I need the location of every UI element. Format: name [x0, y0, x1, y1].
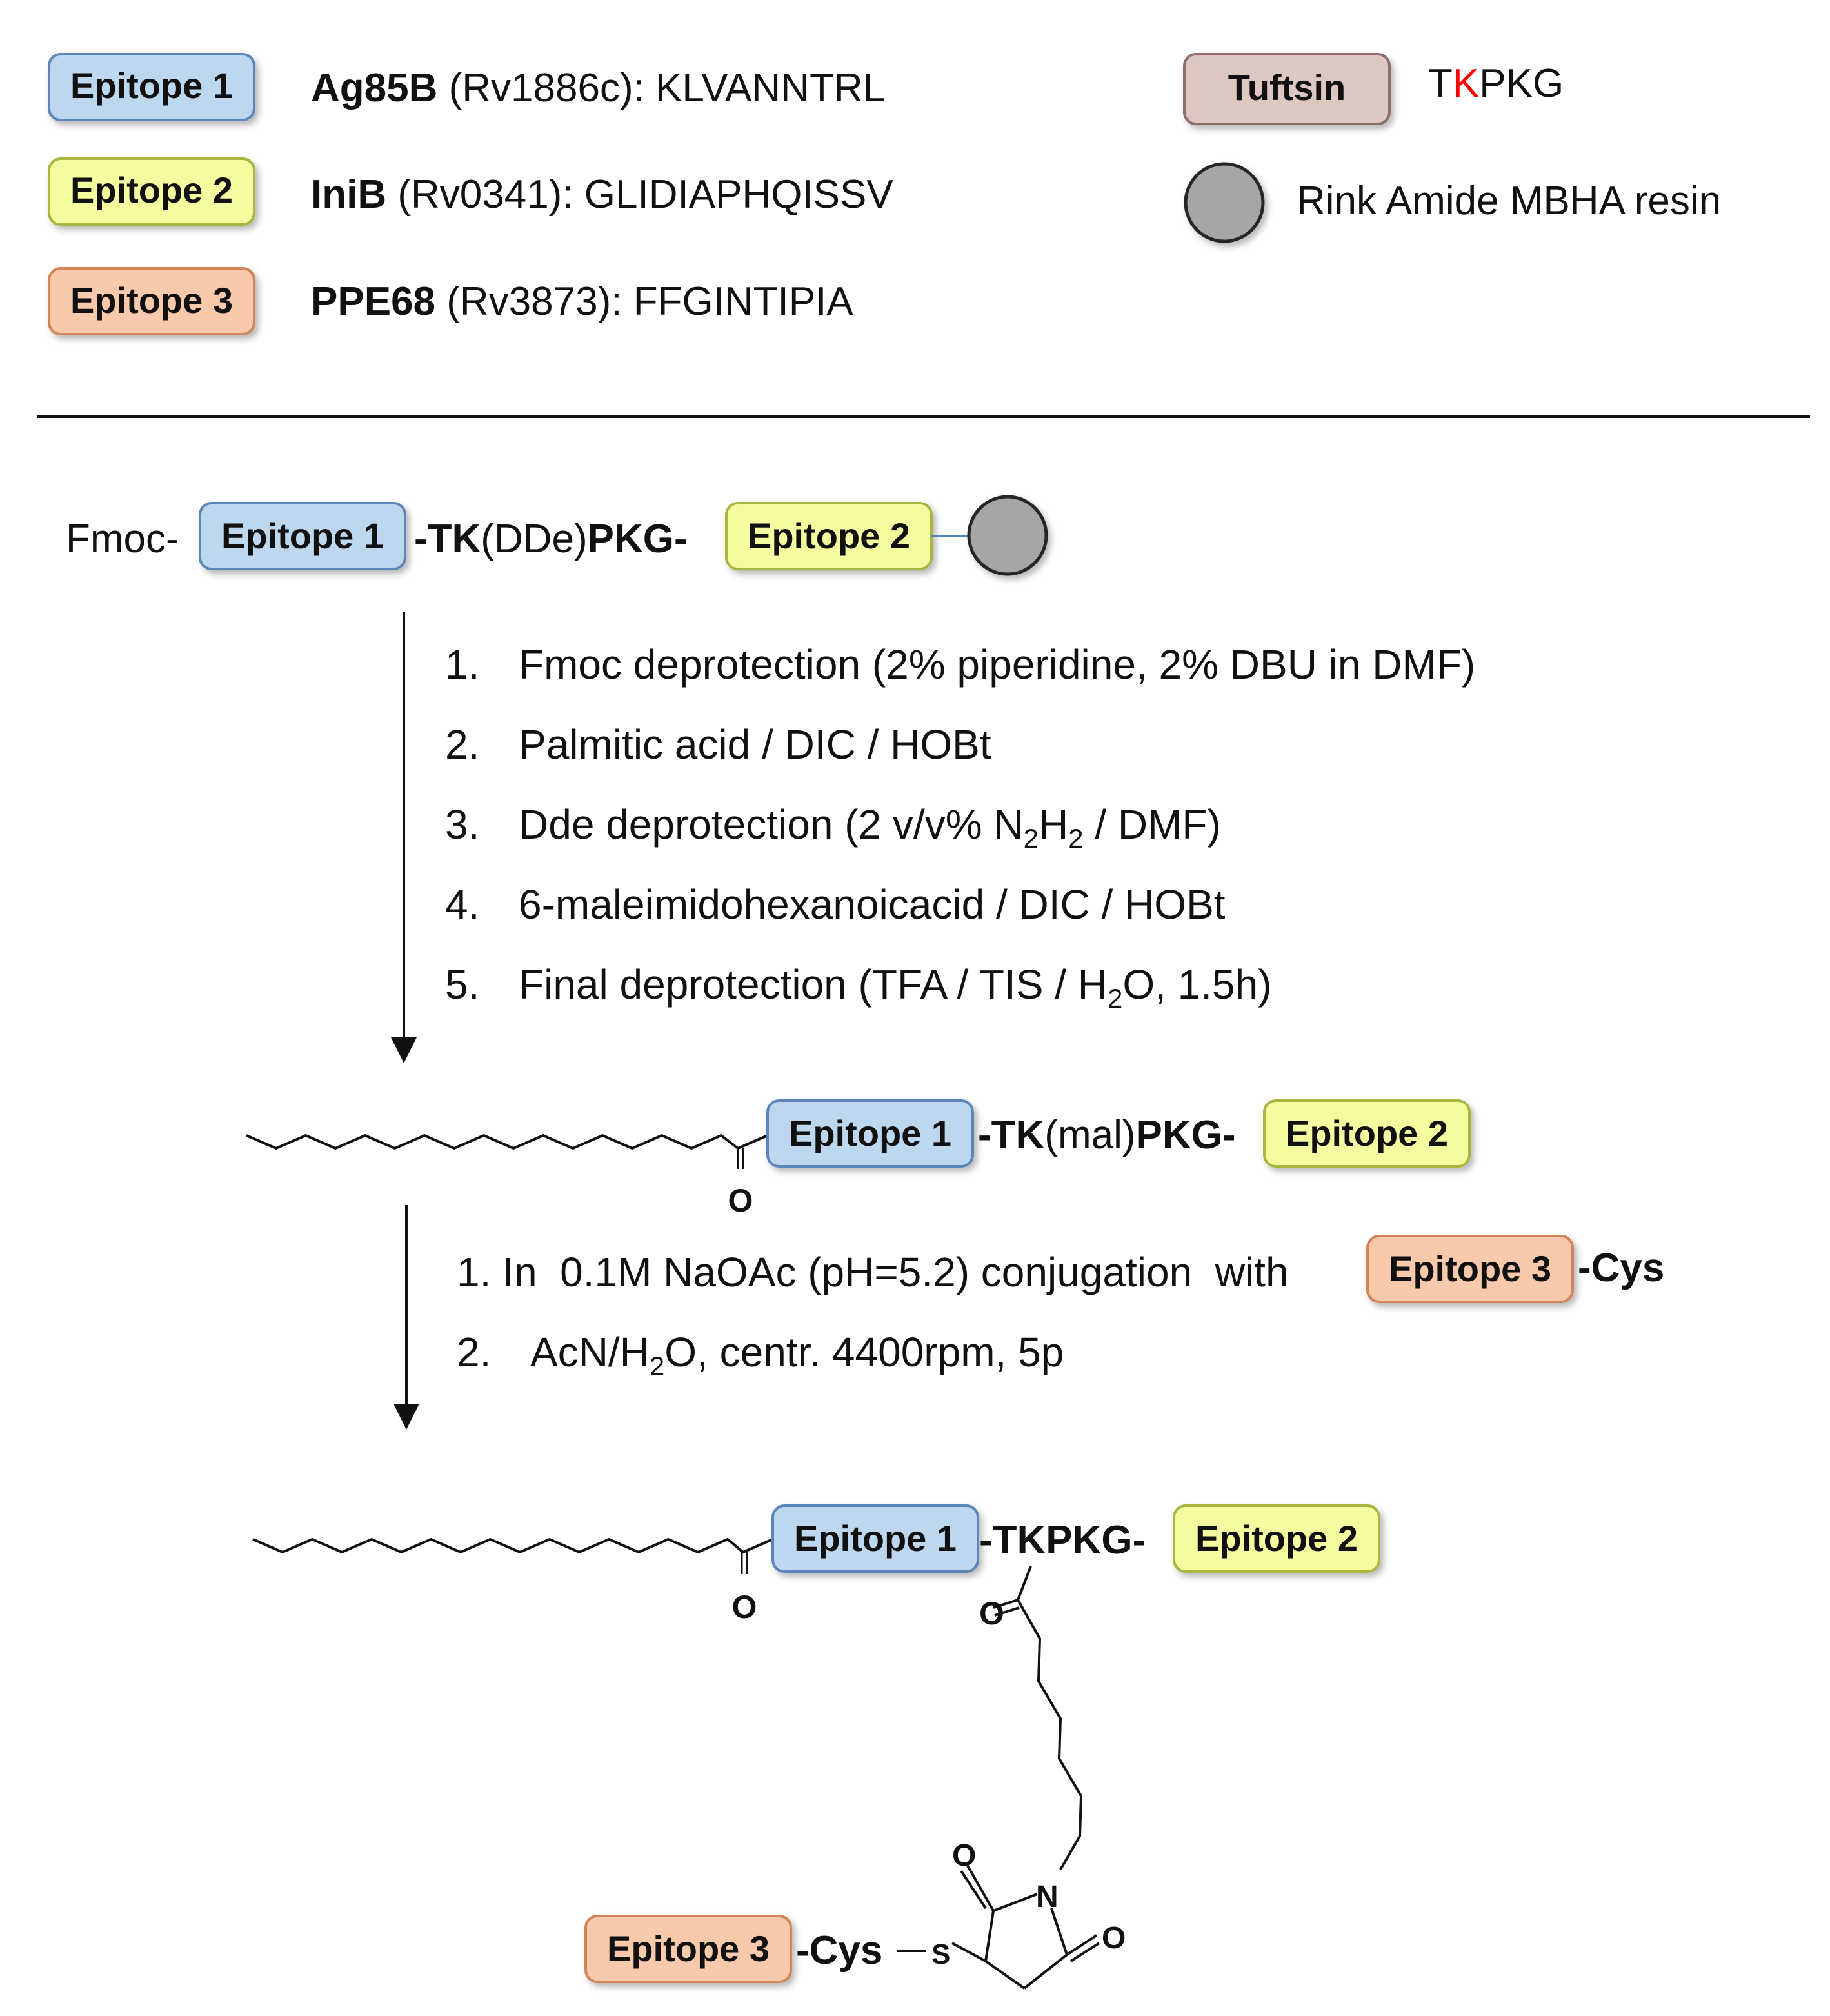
carbonyl-oxygen: O [732, 1589, 757, 1625]
svg-text:Epitope 2: Epitope 2 [748, 515, 910, 556]
legend-resin-label: Rink Amide MBHA resin [1297, 179, 1721, 223]
reaction1-step-number: 2. [445, 721, 479, 768]
step0-linker: -TK(DDe)PKG- [414, 517, 688, 561]
legend-tuftsin-sequence: TKPKG [1428, 61, 1564, 106]
legend-epitope3-description: PPE68 (Rv3873): FFGINTIPIA [311, 279, 853, 324]
svg-text:Epitope 1: Epitope 1 [794, 1518, 957, 1559]
step0-epitope1-tag: Epitope 1 [199, 502, 406, 570]
legend-resin-bead [1184, 162, 1265, 243]
svg-text:Epitope 1: Epitope 1 [221, 515, 384, 556]
reaction2-cys: -Cys [1578, 1246, 1664, 1290]
reaction1-step3: Dde deprotection (2 v/v% N2H2 / DMF) [519, 801, 1221, 853]
product-tuftsin-linker: -TKPKG- [979, 1518, 1146, 1562]
final-product: O Epitope 1 -TKPKG- Epitope 2 O [252, 1504, 1380, 1990]
legend-epitope2-description: IniB (Rv0341): GLIDIAPHQISSV [311, 172, 893, 217]
legend: Epitope 1 Ag85B (Rv1886c): KLVANNTRL Epi… [48, 53, 1721, 335]
amide-oxygen: O [979, 1595, 1004, 1632]
reaction1-step-number: 4. [445, 881, 479, 928]
legend-epitope2-tag: Epitope 2 [48, 157, 255, 226]
product-epitope2-tag: Epitope 2 [1173, 1504, 1380, 1573]
product-epitope1-tag: Epitope 1 [771, 1504, 979, 1573]
reaction1-step5: Final deprotection (TFA / TIS / H2O, 1.5… [519, 961, 1272, 1013]
step1-epitope1-tag: Epitope 1 [766, 1099, 974, 1168]
reaction1-step-number: 3. [445, 801, 479, 848]
reaction2-step1: 1. In 0.1M NaOAc (pH=5.2) conjugation wi… [457, 1249, 1289, 1295]
product-cys: -Cys [796, 1928, 882, 1973]
reaction1-step4: 6-maleimidohexanoicacid / DIC / HOBt [519, 881, 1226, 928]
svg-text:Epitope 2: Epitope 2 [70, 170, 233, 210]
succinimide-ring [897, 1865, 1100, 1990]
reaction1-step2: Palmitic acid / DIC / HOBt [519, 721, 991, 768]
step1-intermediate: O Epitope 1 -TK(mal)PKG- Epitope 2 [246, 1099, 1471, 1219]
imide-nitrogen: N [1036, 1880, 1059, 1914]
reaction1-step1: Fmoc deprotection (2% piperidine, 2% DBU… [519, 641, 1475, 688]
svg-text:Epitope 2: Epitope 2 [1195, 1518, 1358, 1559]
thioether-sulfur: S [931, 1939, 950, 1970]
reaction2-step-number: 2. [457, 1329, 491, 1375]
svg-text:Epitope 1: Epitope 1 [70, 65, 233, 106]
reaction2-epitope3-tag: Epitope 3 [1366, 1235, 1574, 1303]
reaction2-conditions: 1. In 0.1M NaOAc (pH=5.2) conjugation wi… [457, 1235, 1664, 1381]
imide-oxygen-right: O [1102, 1921, 1126, 1955]
carbonyl-oxygen: O [728, 1183, 753, 1219]
step1-epitope2-tag: Epitope 2 [1263, 1099, 1471, 1168]
svg-text:Epitope 3: Epitope 3 [70, 280, 233, 321]
step1-linker: -TK(mal)PKG- [978, 1113, 1236, 1157]
svg-text:Epitope 3: Epitope 3 [607, 1928, 770, 1969]
imide-oxygen-top: O [952, 1839, 976, 1873]
maleimidohexanoyl-linker [993, 1566, 1083, 1870]
reaction1-conditions: 1. Fmoc deprotection (2% piperidine, 2% … [445, 641, 1475, 1013]
palmitoyl-chain [246, 1133, 768, 1150]
svg-text:Epitope 3: Epitope 3 [1389, 1248, 1551, 1289]
legend-epitope1-description: Ag85B (Rv1886c): KLVANNTRL [311, 66, 885, 110]
legend-epitope1-tag: Epitope 1 [48, 53, 255, 121]
legend-tuftsin-tag: Tuftsin [1183, 53, 1391, 125]
reaction1-step-number: 5. [445, 961, 479, 1008]
step0-resin-peptide: Fmoc- Epitope 1 -TK(DDe)PKG- Epitope 2 [66, 495, 1048, 576]
svg-text:Tuftsin: Tuftsin [1228, 67, 1346, 108]
step0-fmoc-prefix: Fmoc- [66, 517, 179, 561]
step0-resin-bead [967, 495, 1048, 576]
reaction2-step2: AcN/H2O, centr. 4400rpm, 5p [530, 1329, 1064, 1381]
legend-epitope3-tag: Epitope 3 [48, 267, 255, 335]
svg-text:Epitope 1: Epitope 1 [789, 1113, 951, 1153]
svg-text:Epitope 2: Epitope 2 [1286, 1113, 1448, 1153]
product-epitope3-tag: Epitope 3 [584, 1915, 792, 1983]
reaction1-step-number: 1. [445, 641, 479, 688]
palmitoyl-chain [252, 1537, 773, 1554]
step0-epitope2-tag: Epitope 2 [725, 502, 933, 570]
